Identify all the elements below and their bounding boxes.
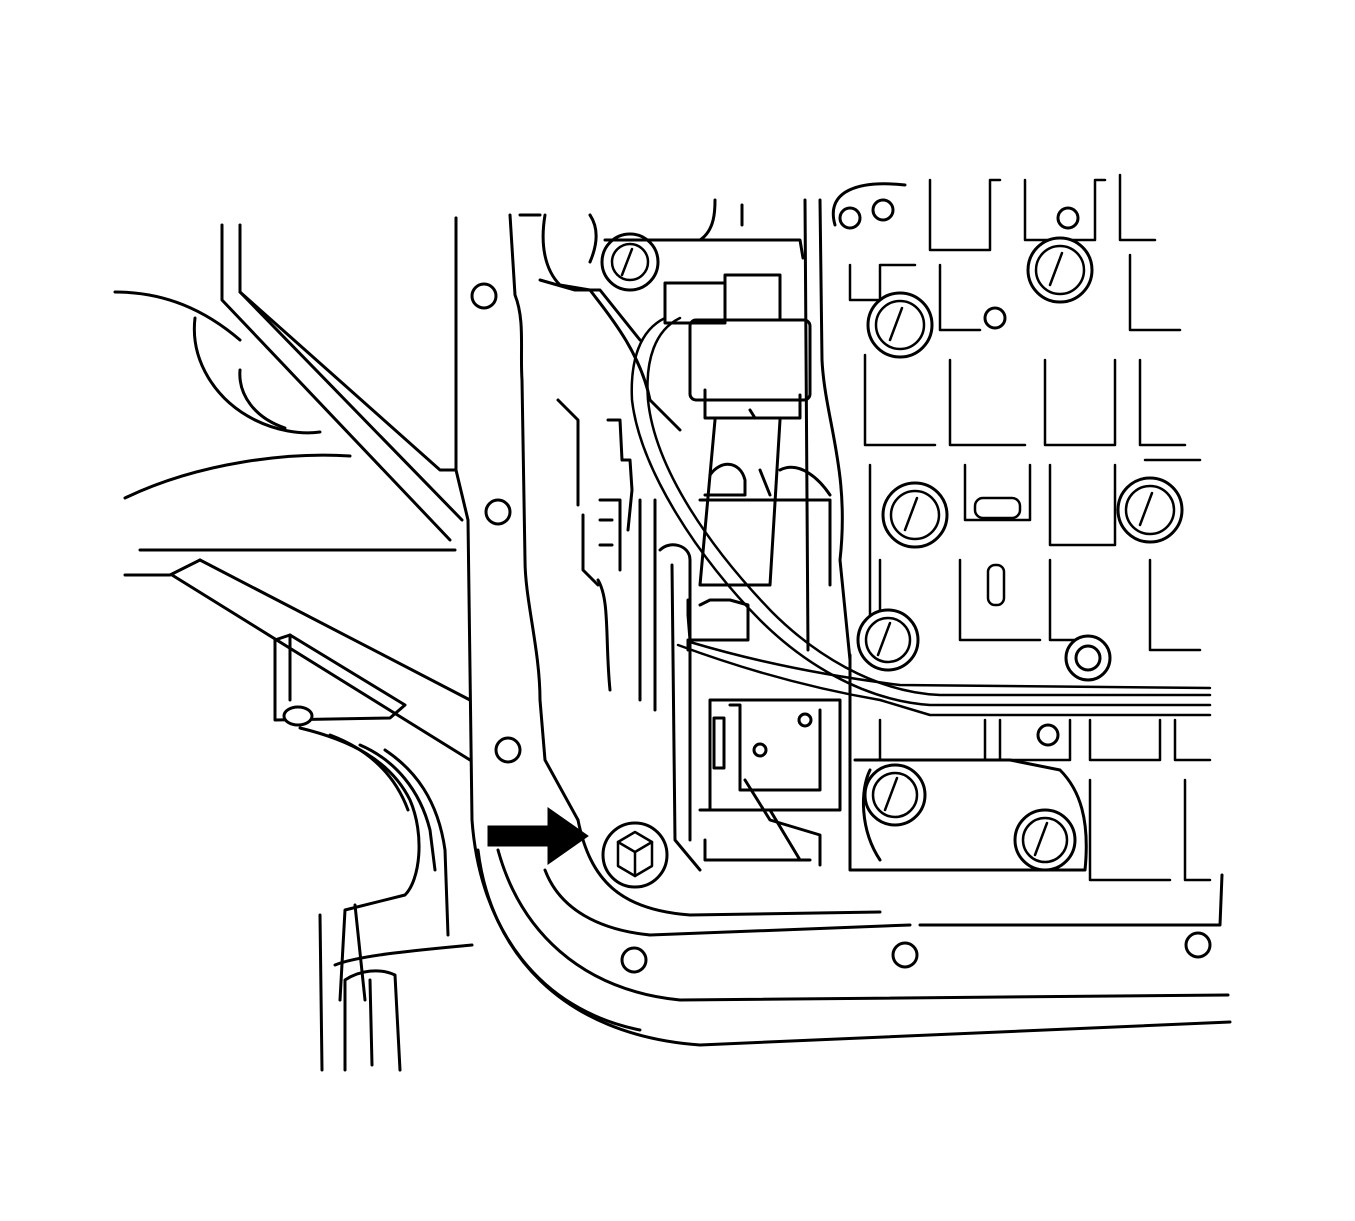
valve-body-plate [803, 173, 1212, 882]
solenoid-screw [752, 742, 768, 758]
bolt [1026, 236, 1094, 304]
plate-hole [1056, 206, 1080, 230]
bracket-pin [282, 705, 314, 727]
bolt [1013, 808, 1077, 872]
flange-hole [470, 282, 498, 310]
solenoid-assembly [518, 198, 842, 872]
plate-hole [983, 306, 1007, 330]
oil-pan-flange [454, 213, 1232, 1047]
lower-solenoid [708, 698, 842, 812]
flange-hole [1184, 931, 1212, 959]
solenoid-body [688, 318, 812, 402]
valve-body-bolts [600, 232, 1184, 872]
bolt [866, 291, 934, 359]
bolt [881, 481, 949, 549]
flange-hole [494, 736, 522, 764]
flange-hole [484, 498, 512, 526]
bolt [600, 232, 660, 292]
plate-hole [1036, 723, 1060, 747]
bolt [863, 763, 927, 827]
flange-hole [891, 941, 919, 969]
bolt [1116, 476, 1184, 544]
bolt [856, 608, 920, 672]
wire-harness [630, 316, 1212, 717]
connector-plug [663, 281, 727, 325]
plate-hole [838, 206, 862, 230]
callout-arrow [487, 807, 589, 865]
flange-hole [620, 946, 648, 974]
valve-port-inner [1074, 644, 1102, 672]
valve-body-corner-bolt [601, 821, 669, 889]
plate-hole [871, 198, 895, 222]
solenoid-screw [797, 712, 813, 728]
transmission-case-housing [113, 216, 474, 1072]
